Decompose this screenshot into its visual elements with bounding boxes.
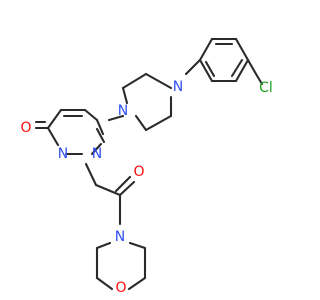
bond	[95, 118, 105, 136]
bond	[95, 127, 106, 144]
bond	[246, 58, 258, 76]
piperazine-nitrogen-bottom-label: N	[118, 103, 128, 119]
bond	[121, 72, 148, 90]
bond	[90, 142, 103, 156]
bond	[46, 126, 60, 147]
molecule-structure: Cl N N N N O O N O	[20, 37, 273, 296]
bond	[94, 183, 122, 197]
bond	[198, 37, 214, 62]
bond	[184, 58, 202, 76]
pyridazinone-nitrogen-left-label: N	[58, 146, 68, 162]
bond	[46, 108, 63, 130]
bond	[95, 241, 112, 250]
bond	[84, 162, 98, 187]
bond	[254, 72, 264, 86]
bond	[83, 108, 99, 122]
bond	[95, 276, 114, 291]
bond	[127, 276, 147, 291]
bond	[144, 72, 173, 90]
bond-layer	[34, 37, 264, 291]
bond	[118, 180, 136, 197]
bond	[234, 37, 250, 62]
bond	[198, 58, 214, 83]
morpholine-nitrogen-label: N	[115, 229, 125, 245]
bond	[121, 86, 129, 105]
pyridazinone-nitrogen-right-label: N	[92, 146, 102, 162]
bond	[107, 114, 125, 122]
bond	[114, 175, 132, 193]
chlorine-atom-label: Cl	[259, 80, 273, 96]
atom-label-layer: Cl N N N N O O N O	[20, 79, 272, 296]
bond	[230, 58, 244, 78]
morpholine-oxygen-label: O	[115, 280, 126, 296]
bond	[234, 58, 250, 83]
bond	[134, 114, 148, 132]
bond	[204, 60, 216, 78]
chain-carbonyl-oxygen-label: O	[133, 164, 144, 180]
piperazine-nitrogen-top-label: N	[173, 79, 183, 95]
bond	[144, 114, 173, 132]
bond	[128, 241, 147, 250]
ring-carbonyl-oxygen-label: O	[20, 120, 31, 136]
